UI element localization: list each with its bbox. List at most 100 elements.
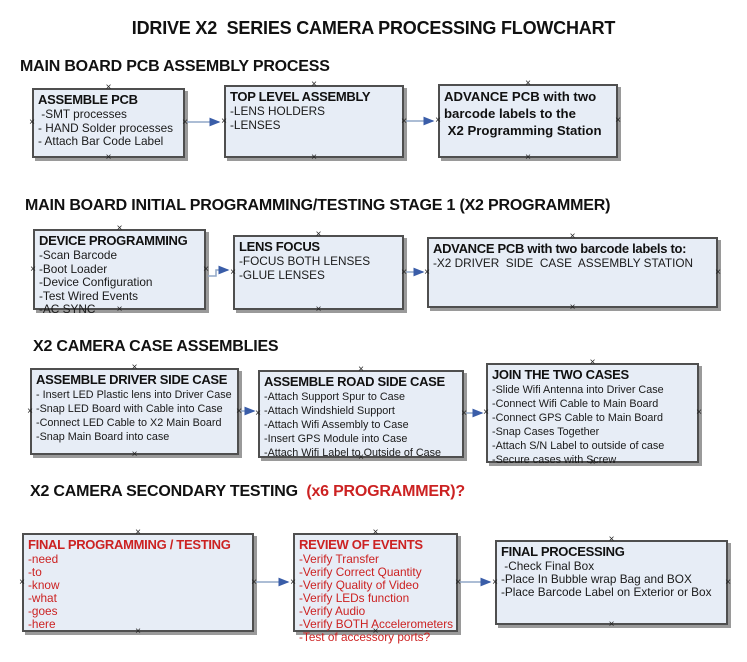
- flow-box-review-of-events[interactable]: REVIEW OF EVENTS -Verify Transfer-Verify…: [290, 528, 461, 644]
- box-item: -Attach Windshield Support: [264, 405, 395, 417]
- box-item: -Boot Loader: [39, 261, 108, 276]
- connection-handle-icon: ×: [424, 266, 430, 278]
- connection-handle-icon: ×: [29, 117, 35, 128]
- box-item: -Connect LED Cable to X2 Main Board: [36, 417, 222, 429]
- box-item: -know: [28, 578, 60, 592]
- box-items: -SMT processes- HAND Solder processes- A…: [38, 107, 180, 149]
- box-item: -Snap Cases Together: [492, 426, 600, 438]
- box-items: -Attach Support Spur to Case -Attach Wind…: [264, 390, 459, 460]
- flow-box-device-programming[interactable]: DEVICE PROGRAMMING -Scan Barcode-Boot Lo…: [30, 224, 209, 316]
- box-item: ADVANCE PCB with two: [444, 89, 597, 104]
- box-item: -Verify Quality of Video: [299, 578, 419, 592]
- section-heading-secondary-testing: X2 CAMERA SECONDARY TESTING (x6 PROGRAMM…: [30, 483, 465, 501]
- box-item: -Verify BOTH Accelerometers: [299, 617, 454, 631]
- box-item: -what: [28, 591, 57, 605]
- box-item: -Place In Bubble wrap Bag and BOX: [501, 572, 692, 586]
- box-item: -Scan Barcode: [39, 248, 118, 262]
- box-item: -need: [28, 552, 59, 566]
- box-title: REVIEW OF EVENTS: [299, 537, 423, 552]
- box-items: -Slide Wifi Antenna into Driver Case -Con…: [492, 383, 694, 467]
- box-title: DEVICE PROGRAMMING: [39, 233, 188, 248]
- connection-handle-icon: ×: [461, 408, 467, 419]
- box-item: -Slide Wifi Antenna into Driver Case: [492, 384, 664, 396]
- box-title: ASSEMBLE DRIVER SIDE CASE: [36, 372, 228, 387]
- section-heading-initial-programming: MAIN BOARD INITIAL PROGRAMMING/TESTING S…: [25, 197, 611, 214]
- box-item: -Test Wired Events: [39, 288, 138, 303]
- flow-box-final-programming-testing[interactable]: FINAL PROGRAMMING / TESTING -need-to-kno…: [19, 528, 257, 637]
- box-items: -LENS HOLDERS-LENSES: [230, 104, 399, 132]
- connection-handle-icon: ×: [230, 266, 236, 278]
- connection-handle-icon: ×: [27, 405, 33, 417]
- connection-handle-icon: ×: [105, 152, 112, 163]
- connection-handle-icon: ×: [131, 449, 138, 460]
- box-title: ASSEMBLE ROAD SIDE CASE: [264, 374, 445, 389]
- connection-handle-icon: ×: [401, 115, 407, 127]
- section-heading-case-assemblies: X2 CAMERA CASE ASSEMBLIES: [33, 338, 279, 355]
- connection-handle-icon: ×: [483, 407, 489, 418]
- box-items: ADVANCE PCB with two barcode labels to th…: [444, 88, 613, 139]
- box-item: -Check Final Box: [501, 559, 595, 573]
- box-items: -FOCUS BOTH LENSES-GLUE LENSES: [239, 254, 399, 282]
- box-item: -Place Barcode Label on Exterior or Box: [501, 585, 712, 599]
- box-item: -Secure cases with Screw: [492, 454, 617, 466]
- flow-box-assemble-pcb[interactable]: ASSEMBLE PCB -SMT processes- HAND Solder…: [29, 83, 188, 163]
- flow-box-final-processing[interactable]: FINAL PROCESSING -Check Final Box-Place …: [492, 535, 731, 630]
- box-items: -X2 DRIVER SIDE CASE ASSEMBLY STATION: [433, 256, 713, 271]
- connector-arrow: [208, 265, 230, 277]
- box-item: -to: [28, 565, 42, 579]
- flow-box-top-level-assembly[interactable]: TOP LEVEL ASSEMBLY -LENS HOLDERS-LENSES …: [221, 80, 407, 163]
- connection-handle-icon: ×: [19, 576, 25, 588]
- box-item: -Attach Wifi Assembly to Case: [264, 419, 409, 431]
- flow-box-advance-pcb-programming-station[interactable]: ADVANCE PCB with two barcode labels to th…: [435, 79, 621, 163]
- box-item: -LENSES: [230, 117, 281, 132]
- connection-handle-icon: ×: [251, 576, 257, 588]
- box-item: -Connect GPS Cable to Main Board: [492, 412, 664, 424]
- box-item: -Device Configuration: [39, 275, 153, 289]
- box-items: -Check Final Box-Place In Bubble wrap Ba…: [501, 560, 723, 599]
- flow-box-assemble-road-side-case[interactable]: ASSEMBLE ROAD SIDE CASE -Attach Support …: [255, 365, 467, 463]
- box-item: barcode labels to the: [444, 106, 576, 121]
- box-item: -Verify Audio: [299, 604, 366, 618]
- connection-handle-icon: ×: [455, 576, 461, 588]
- section-heading-pcb-assembly: MAIN BOARD PCB ASSEMBLY PROCESS: [20, 58, 330, 75]
- box-item: -Verify LEDs function: [299, 591, 410, 605]
- flow-box-assemble-driver-side-case[interactable]: ASSEMBLE DRIVER SIDE CASE - Insert LED P…: [27, 363, 242, 460]
- connection-handle-icon: ×: [715, 266, 721, 278]
- box-title: TOP LEVEL ASSEMBLY: [230, 89, 371, 104]
- connection-handle-icon: ×: [608, 619, 615, 630]
- connection-handle-icon: ×: [221, 115, 227, 127]
- box-title: ADVANCE PCB with two barcode labels to:: [433, 241, 687, 256]
- connection-handle-icon: ×: [696, 407, 702, 418]
- box-item: X2 Programming Station: [444, 123, 602, 138]
- box-item: -Verify Correct Quantity: [299, 565, 422, 579]
- box-item: -Insert GPS Module into Case: [264, 433, 408, 445]
- connection-handle-icon: ×: [401, 266, 407, 278]
- box-item: - Insert LED Plastic lens into Driver Ca…: [36, 389, 232, 401]
- connection-handle-icon: ×: [236, 405, 242, 417]
- connection-handle-icon: ×: [525, 152, 531, 163]
- box-item: -X2 DRIVER SIDE CASE ASSEMBLY STATION: [433, 256, 694, 270]
- box-title: LENS FOCUS: [239, 239, 320, 254]
- connection-handle-icon: ×: [492, 576, 498, 588]
- connection-handle-icon: ×: [315, 304, 322, 315]
- connection-handle-icon: ×: [203, 263, 209, 275]
- section-heading-red-part: (x6 PROGRAMMER)?: [306, 483, 465, 500]
- box-items: - Insert LED Plastic lens into Driver Ca…: [36, 388, 234, 444]
- box-item: -FOCUS BOTH LENSES: [239, 254, 371, 268]
- connection-handle-icon: ×: [30, 263, 36, 275]
- box-item: -Verify Transfer: [299, 552, 379, 566]
- box-item: -LENS HOLDERS: [230, 104, 326, 118]
- flow-box-lens-focus[interactable]: LENS FOCUS -FOCUS BOTH LENSES-GLUE LENSE…: [230, 230, 407, 315]
- flow-box-advance-pcb-driver-side-station[interactable]: ADVANCE PCB with two barcode labels to: …: [424, 232, 721, 313]
- box-item: - HAND Solder processes: [38, 120, 174, 135]
- flow-box-join-the-two-cases[interactable]: JOIN THE TWO CASES -Slide Wifi Antenna i…: [483, 358, 702, 468]
- box-item: -SMT processes: [38, 107, 127, 121]
- box-item: -Attach Support Spur to Case: [264, 391, 406, 403]
- connection-handle-icon: ×: [725, 576, 731, 588]
- box-title: FINAL PROCESSING: [501, 544, 625, 559]
- box-item: - Attach Bar Code Label: [38, 134, 164, 148]
- box-item: -here: [28, 617, 56, 631]
- box-title: JOIN THE TWO CASES: [492, 367, 629, 382]
- box-item: -AC SYNC: [39, 302, 96, 316]
